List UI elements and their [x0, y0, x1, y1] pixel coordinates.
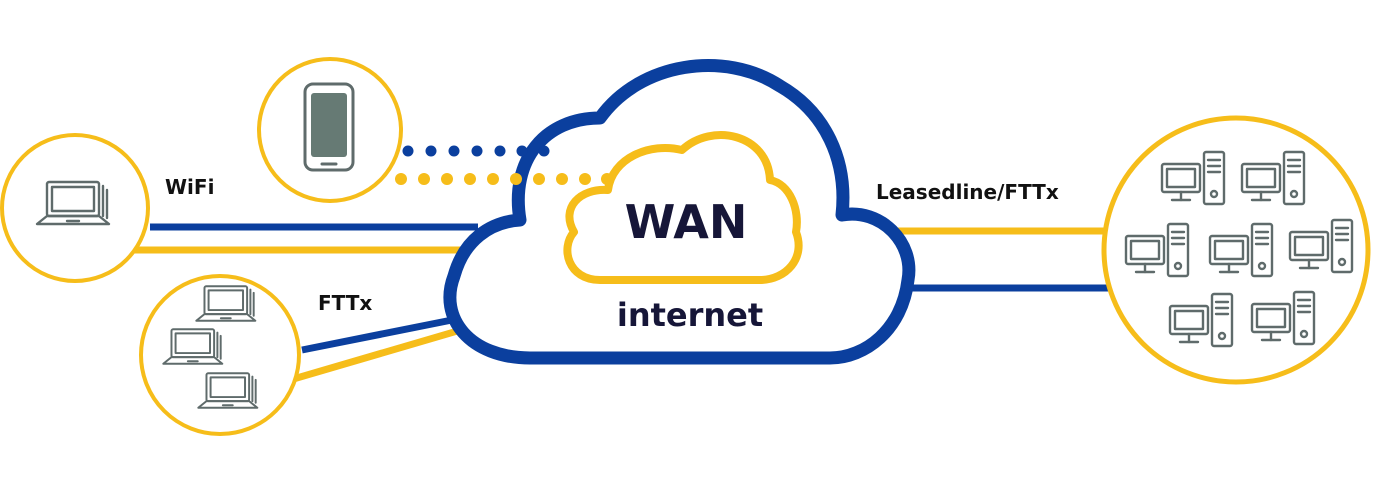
- connection-label-fttx: FTTx: [318, 291, 372, 315]
- desktop-computer-icon: [1168, 292, 1234, 348]
- desktop-computer-icon: [1208, 222, 1274, 278]
- phone-blue-dotted-line: [402, 145, 550, 157]
- smartphone-icon: [303, 82, 355, 172]
- cloud-subtitle: internet: [617, 296, 763, 334]
- desktop-computer-icon: [1288, 218, 1354, 274]
- laptop-group-node: [139, 274, 301, 436]
- laptop-icon: [197, 372, 259, 409]
- desktop-computer-icon: [1240, 150, 1306, 206]
- laptop-icon: [195, 285, 257, 322]
- desktop-computer-icon: [1160, 150, 1226, 206]
- cloud-title: WAN: [625, 195, 748, 249]
- laptop-icon: [162, 328, 224, 365]
- laptop-node: [0, 133, 150, 283]
- phone-node: [257, 57, 403, 203]
- desktop-computer-icon: [1250, 290, 1316, 346]
- computer-group-node: [1101, 115, 1371, 385]
- inner-cloud: [563, 131, 803, 284]
- connection-label-leasedline: Leasedline/FTTx: [876, 180, 1059, 204]
- laptop-icon: [35, 180, 111, 226]
- desktop-computer-icon: [1124, 222, 1190, 278]
- fttx-blue-line: [301, 314, 463, 354]
- connection-label-wifi: WiFi: [165, 175, 214, 199]
- phone-yellow-dotted-line: [395, 173, 613, 185]
